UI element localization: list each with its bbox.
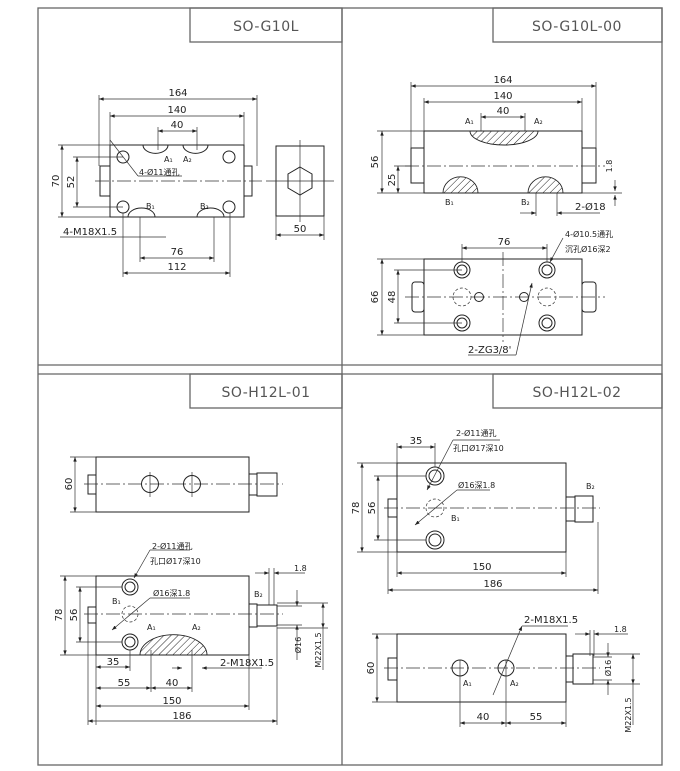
- note-counterbore: 沉孔Ø16深2: [565, 244, 611, 254]
- panel-title: SO-H12L-02: [532, 385, 621, 401]
- title-box-so-h12l-01: SO-H12L-01: [189, 373, 343, 409]
- dim-port-offset: 55: [530, 712, 543, 723]
- valve-front-view: [405, 130, 605, 194]
- port-a1: A₁: [463, 679, 472, 688]
- dim-height: 78: [54, 609, 65, 622]
- dim-width: 60: [366, 662, 377, 675]
- port-a1: A₁: [465, 117, 474, 126]
- port-a2: A₂: [183, 155, 192, 164]
- port-b2: B₂: [200, 202, 209, 211]
- dim-hole-spacing-h: 76: [498, 237, 511, 248]
- port-b2: B₂: [254, 590, 263, 599]
- note-spot-face: Ø16深1.8: [458, 480, 495, 490]
- note-threads: 2-M18X1.5: [524, 615, 578, 626]
- dim-hole-offset: 35: [107, 657, 120, 668]
- note-holes: 4-Ø11通孔: [139, 167, 179, 177]
- dim-body-length: 150: [162, 696, 181, 707]
- dim-width: 66: [370, 291, 381, 304]
- dim-fitting-dia: Ø16: [293, 637, 303, 653]
- port-a1: A₁: [164, 155, 173, 164]
- valve-side-view: 50: [266, 140, 334, 240]
- dim-height: 56: [370, 156, 381, 169]
- dim-height: 70: [51, 175, 62, 188]
- dimensions: 164 140 40 70 52 76 112 4-M18X1.5 4-Ø11通…: [51, 88, 258, 277]
- dim-gap: 1.8: [294, 564, 307, 573]
- port-a2: A₂: [192, 623, 201, 632]
- valve-front-view: [95, 144, 262, 218]
- dim-fitting-thread: M22X1.5: [314, 632, 323, 667]
- dim-width: 50: [294, 224, 307, 235]
- port-b1: B₁: [112, 597, 121, 606]
- dim-gap: 1.8: [614, 625, 627, 634]
- dim-hole-spacing-v: 52: [66, 176, 77, 189]
- panel-title: SO-G10L-00: [532, 19, 622, 35]
- port-b1: B₁: [445, 198, 454, 207]
- note-counterbore: 孔口Ø17深10: [453, 443, 504, 453]
- port-b2: B₂: [586, 482, 595, 491]
- dim-overall-length: 186: [483, 579, 502, 590]
- dim-fitting-dia: Ø16: [603, 660, 613, 676]
- dim-overall-length: 164: [168, 88, 187, 99]
- dim-fitting-thread: M22X1.5: [624, 697, 633, 732]
- dim-hole-spacing-v: 56: [367, 502, 378, 515]
- note-holes: 2-Ø11通孔: [456, 428, 496, 438]
- drawing-so-h12l-02: 2-Ø11通孔 孔口Ø17深10 Ø16深1.8 B₁ B₂ 35 78 56 …: [351, 428, 640, 733]
- dim-body-length: 140: [167, 105, 186, 116]
- title-box-so-h12l-02: SO-H12L-02: [492, 373, 663, 409]
- valve-front-view: 2-Ø11通孔 孔口Ø17深10 Ø16深1.8 B₁ B₂ A₁ A₂ 78 …: [54, 541, 328, 725]
- dim-port-offset: 55: [118, 678, 131, 689]
- dim-hole-spacing-h: 112: [167, 262, 186, 273]
- note-counterbore: 孔口Ø17深10: [150, 556, 201, 566]
- drawing-so-g10l: 164 140 40 70 52 76 112 4-M18X1.5 4-Ø11通…: [51, 88, 334, 277]
- port-a1: A₁: [147, 623, 156, 632]
- port-a2: A₂: [510, 679, 519, 688]
- dimensions: 164 140 40 A₁ A₂ B₁ B₂ 56 25 1.8 2-Ø18: [370, 75, 622, 216]
- dim-body-length: 150: [472, 562, 491, 573]
- dim-width: 60: [64, 478, 75, 491]
- dim-gap: 1.8: [605, 160, 614, 173]
- drawing-so-h12l-01: 60: [54, 456, 328, 725]
- panel-title: SO-G10L: [233, 19, 299, 35]
- dim-hole-offset: 35: [410, 436, 423, 447]
- valve-top-view: 60: [64, 456, 283, 513]
- dim-center-height: 25: [387, 174, 398, 187]
- dim-overall-length: 186: [172, 711, 191, 722]
- drawing-so-g10l-00: 164 140 40 A₁ A₂ B₁ B₂ 56 25 1.8 2-Ø18: [370, 75, 622, 356]
- dim-port-spacing: 40: [171, 120, 184, 131]
- dim-height: 78: [351, 502, 362, 515]
- port-b1: B₁: [146, 202, 155, 211]
- dim-hole-spacing-v: 56: [69, 609, 80, 622]
- note-gauge-ports: 2-ZG3/8': [468, 345, 511, 356]
- note-spot-face: Ø16深1.8: [153, 588, 190, 598]
- port-a2: A₂: [534, 117, 543, 126]
- note-holes: 2-Ø11通孔: [152, 541, 192, 551]
- title-box-so-g10l: SO-G10L: [189, 7, 343, 43]
- note-threads: 4-M18X1.5: [63, 227, 117, 238]
- note-threads: 2-M18X1.5: [220, 658, 274, 669]
- valve-bottom-view: A₁ A₂ 60 40 55 2-M18X1.5 1.8 Ø16 M22X1.5: [366, 615, 640, 733]
- dim-body-length: 140: [493, 91, 512, 102]
- port-b1: B₁: [451, 514, 460, 523]
- dim-port-spacing: 40: [497, 106, 510, 117]
- dim-port-dia: 2-Ø18: [575, 201, 606, 213]
- valve-plan-view: 76 66 48 4-Ø10.5通孔 沉孔Ø16深2 2-ZG3/8': [370, 229, 613, 356]
- valve-top-view: 2-Ø11通孔 孔口Ø17深10 Ø16深1.8 B₁ B₂ 35 78 56 …: [351, 428, 600, 594]
- port-b2: B₂: [521, 198, 530, 207]
- note-holes: 4-Ø10.5通孔: [565, 229, 613, 239]
- title-box-so-g10l-00: SO-G10L-00: [492, 7, 663, 43]
- dim-hole-spacing-v: 48: [387, 291, 398, 304]
- dim-port-spacing-b: 76: [171, 247, 184, 258]
- dim-port-spacing: 40: [477, 712, 490, 723]
- dim-port-spacing: 40: [166, 678, 179, 689]
- dim-overall-length: 164: [493, 75, 512, 86]
- panel-title: SO-H12L-01: [221, 385, 310, 401]
